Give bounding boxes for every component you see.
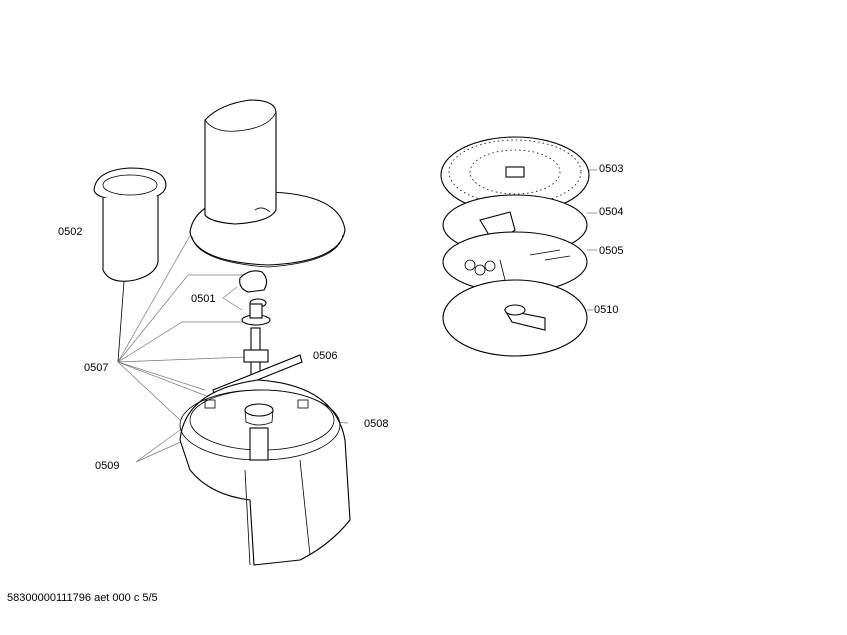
lid-part: [189, 99, 346, 268]
label-0504: 0504: [599, 206, 623, 218]
coupling-part-0501: [239, 270, 271, 326]
document-footer-code: 58300000111796 aet 000 c 5/5: [7, 592, 158, 604]
disc-part-0503: [440, 136, 590, 214]
label-0503: 0503: [599, 163, 623, 175]
label-0501: 0501: [191, 293, 215, 305]
label-0506: 0506: [313, 350, 337, 362]
part-labels: 0502 0501 0506 0507 0508 0509 0503 0504 …: [58, 163, 623, 472]
pusher-part-0502: [93, 167, 167, 282]
label-0510: 0510: [594, 304, 618, 316]
label-0505: 0505: [599, 245, 623, 257]
bowl-part: [179, 379, 351, 566]
label-0507: 0507: [84, 362, 108, 374]
disc-part-0505: [442, 231, 588, 293]
label-0502: 0502: [58, 226, 82, 238]
disc-part-0510: [442, 279, 588, 357]
label-0509: 0509: [95, 460, 119, 472]
label-0508: 0508: [364, 418, 388, 430]
